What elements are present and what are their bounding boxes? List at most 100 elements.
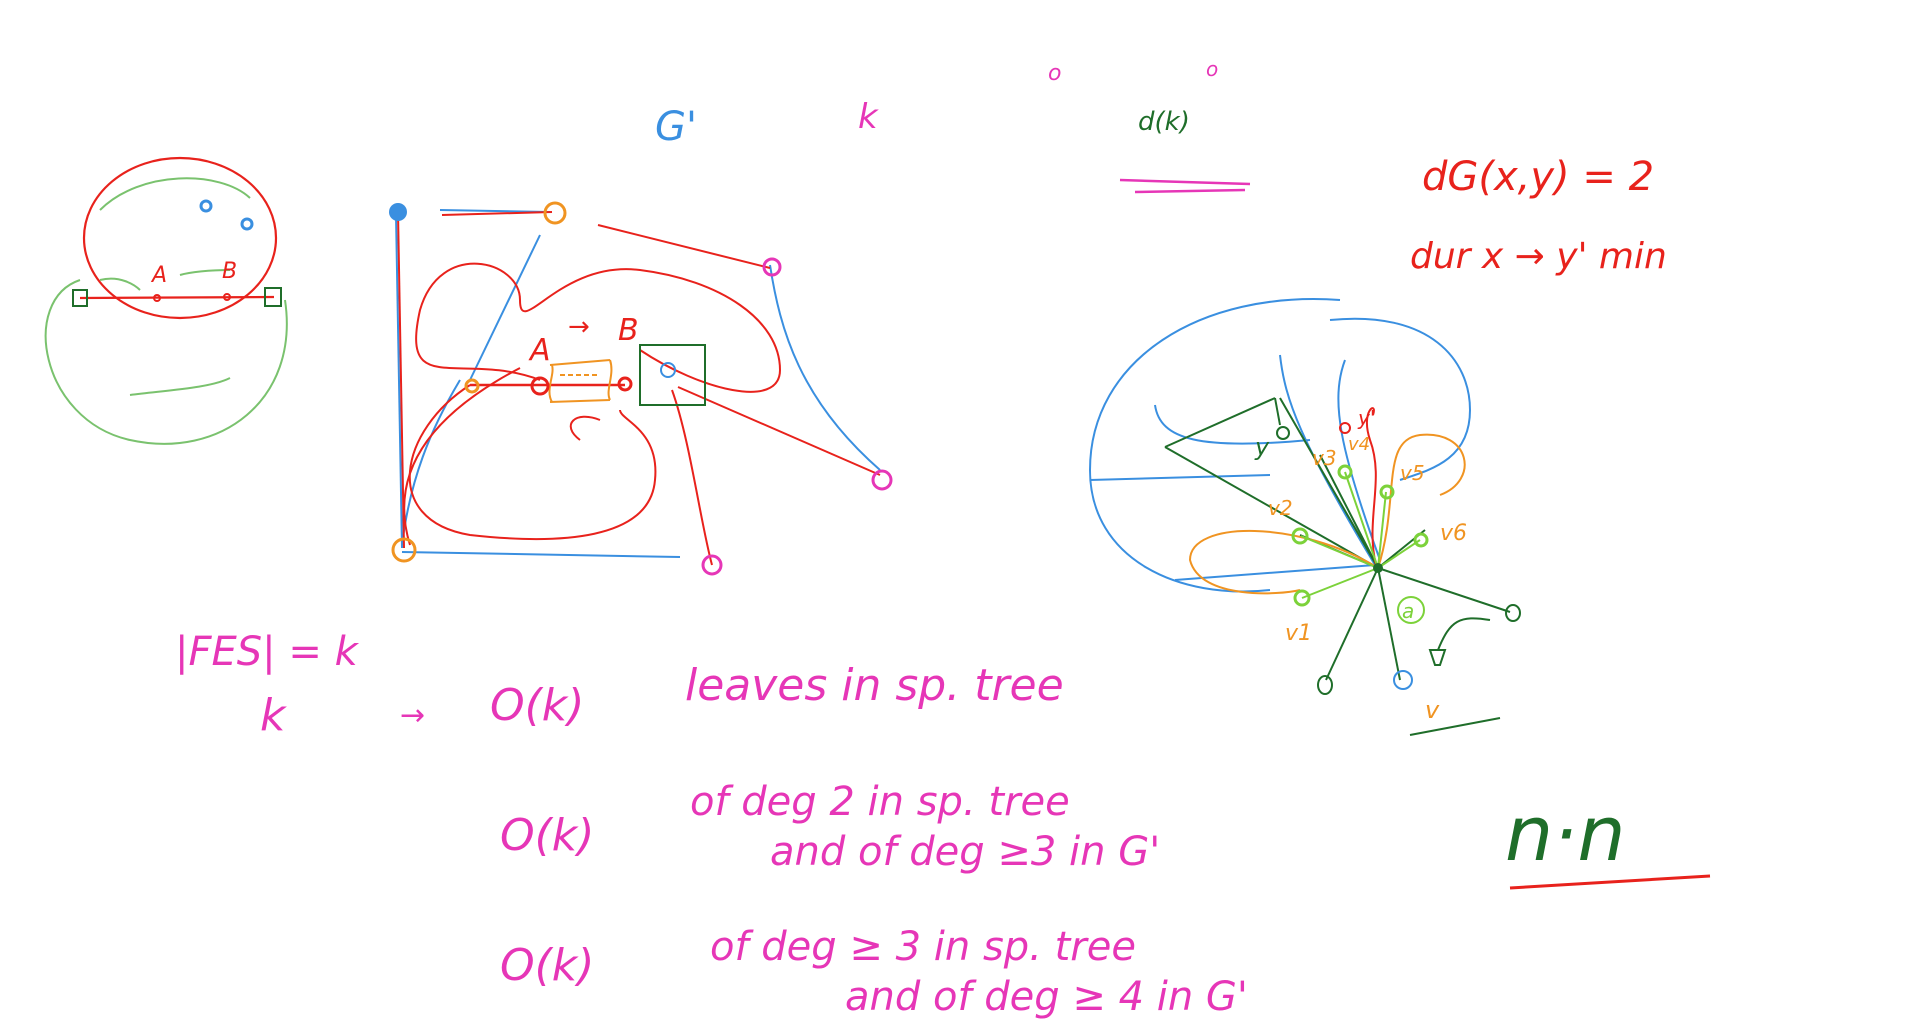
- label-v: v: [1425, 696, 1440, 724]
- label-v3: v3: [1312, 446, 1337, 470]
- node-red-a: [530, 376, 550, 396]
- fes-equation: |FES| = k: [175, 629, 360, 675]
- mid-node-b: [223, 293, 231, 301]
- deg2-line2: and of deg ≥3 in G': [770, 829, 1160, 875]
- dur-text: dur x → y' min: [1410, 236, 1667, 277]
- node-y: [1276, 426, 1290, 440]
- node-v: [1393, 670, 1413, 690]
- red-edge-4: [677, 386, 881, 476]
- red-edge-1: [397, 211, 405, 549]
- mid-label-b: B: [618, 313, 639, 348]
- dk-fragment: d(k): [1138, 107, 1190, 137]
- mid-label-a: A: [528, 333, 551, 368]
- g-prime-label: G': [655, 104, 697, 150]
- blue-edge-3: [469, 234, 541, 381]
- deg2-line1: of deg 2 in sp. tree: [690, 779, 1070, 825]
- small-o-top-2: o: [1206, 57, 1218, 81]
- right-tree-diagram: y y' v1 v2 v3 v4 v5 v6 v a: [1088, 298, 1521, 736]
- node-v3: [1337, 464, 1353, 480]
- orange-spring: [548, 359, 613, 403]
- node-v6: [1413, 532, 1429, 548]
- deg3-line2: and of deg ≥ 4 in G': [845, 974, 1248, 1019]
- blue-dot-2: [240, 217, 254, 231]
- node-magenta-far: [871, 469, 893, 491]
- n-dot-n: n·n: [1505, 789, 1626, 878]
- green-arc-top: [99, 177, 251, 211]
- node-orange-bl: [391, 537, 417, 563]
- blue-inner-4: [1089, 474, 1271, 481]
- circle-diagram: A B: [44, 156, 288, 445]
- label-v5: v5: [1400, 461, 1425, 485]
- lime-edges: [1300, 471, 1421, 599]
- right-node: [264, 287, 282, 307]
- node-magenta-right: [762, 257, 782, 277]
- v-underline: [1409, 717, 1501, 736]
- n-dot-n-underline: [1509, 874, 1711, 890]
- node-center: [1373, 563, 1383, 573]
- bottom-notes: |FES| = k k → O(k) leaves in sp. tree O(…: [175, 629, 1711, 1019]
- ok-3: O(k): [500, 940, 594, 991]
- blue-inner-5: [1174, 564, 1376, 581]
- small-o-top: o: [1048, 61, 1061, 86]
- red-arrow-up: [569, 415, 601, 441]
- node-v5: [1379, 484, 1395, 500]
- label-v4: v4: [1348, 434, 1370, 455]
- green-arc-inner: [99, 277, 141, 291]
- node-blue-tl: [389, 203, 407, 221]
- blue-inner-2: [1337, 359, 1381, 561]
- mid-node-a: [153, 294, 161, 302]
- dk-underline-2: [1134, 188, 1246, 194]
- node-magenta-bottom: [701, 554, 723, 576]
- red-loop-2: [403, 367, 521, 546]
- node-v1: [1293, 589, 1311, 607]
- green-arc-b: [179, 269, 231, 276]
- label-yprime: y': [1357, 406, 1375, 430]
- blue-outer-loop: [1088, 298, 1472, 593]
- k-top-label: k: [858, 97, 879, 137]
- darkgreen-edges: [1164, 397, 1511, 681]
- red-loop-1: [408, 384, 657, 541]
- dk-underline-1: [1119, 178, 1251, 186]
- ok-1: O(k): [490, 680, 584, 731]
- blue-inner-1: [1279, 354, 1376, 566]
- node-red-b: [617, 376, 633, 392]
- node-orange-left: [464, 378, 480, 394]
- label-a: a: [1402, 599, 1414, 623]
- blue-inner-3: [1154, 404, 1311, 445]
- arrow-1: →: [400, 698, 425, 733]
- k-lhs: k: [260, 690, 287, 741]
- middle-graph: A → B: [389, 201, 893, 576]
- node-v2: [1291, 527, 1309, 545]
- label-y: y: [1254, 433, 1270, 461]
- blue-dot-1: [199, 199, 213, 213]
- label-v2: v2: [1268, 496, 1293, 520]
- blue-edge-4: [769, 264, 881, 471]
- node-a: [1397, 596, 1425, 624]
- green-arc-bottom: [129, 377, 231, 396]
- label-v1: v1: [1285, 621, 1312, 646]
- red-circle: [82, 156, 278, 320]
- node-leaf-left: [1317, 675, 1333, 695]
- circle-label-a: A: [150, 263, 167, 288]
- mid-label-arrow: →: [568, 312, 590, 342]
- node-yprime: [1339, 422, 1351, 434]
- ok-2: O(k): [500, 810, 594, 861]
- node-leaf-mid: [1428, 649, 1447, 666]
- blue-edge-2: [401, 551, 681, 558]
- circle-label-b: B: [222, 259, 237, 284]
- dist-formula: dG(x,y) = 2: [1422, 154, 1654, 200]
- green-box: [639, 344, 706, 406]
- left-node: [72, 289, 88, 307]
- node-blue-box: [660, 362, 676, 378]
- red-edge-3: [597, 224, 771, 269]
- node-leaf-right: [1505, 604, 1521, 622]
- orange-loop-left: [1188, 530, 1379, 595]
- blue-edge-1: [395, 214, 403, 549]
- red-squiggle: [1365, 407, 1377, 566]
- red-edge-down: [671, 389, 713, 566]
- deg3-line1: of deg ≥ 3 in sp. tree: [710, 924, 1136, 970]
- red-edge-2: [441, 211, 553, 216]
- label-v6: v6: [1440, 521, 1467, 546]
- leaves-text: leaves in sp. tree: [685, 660, 1064, 711]
